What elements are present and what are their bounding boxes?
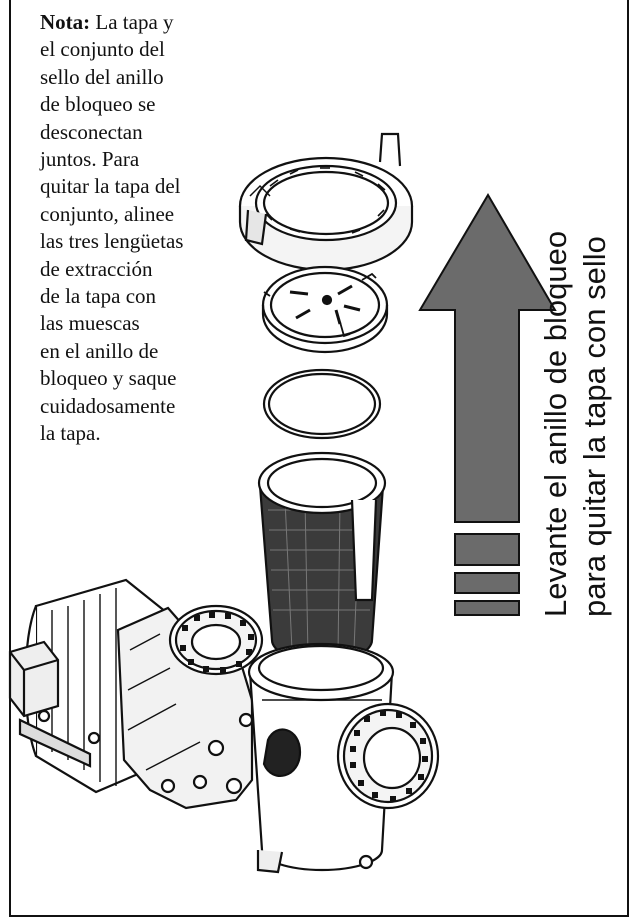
note-line: de bloqueo se	[40, 92, 156, 117]
note-line: sello del anillo	[40, 64, 164, 89]
o-ring-icon	[262, 368, 382, 440]
note-line: de extracción	[40, 256, 153, 281]
note-line-1: Nota: La tapa y	[40, 10, 174, 34]
arrow-body	[418, 193, 557, 523]
note-line: juntos. Para	[40, 147, 140, 172]
lift-instruction-text: Levante el anillo de bloqueo para quitar…	[536, 177, 614, 617]
lid-icon	[261, 265, 389, 354]
note-line: conjunto, alinee	[40, 201, 175, 226]
frame-border	[9, 0, 629, 917]
note-line: de la tapa con	[40, 284, 157, 309]
note-line: quitar la tapa del	[40, 174, 181, 199]
note-line: las muescas	[40, 311, 140, 336]
lock-ring-icon	[238, 132, 414, 272]
note-line: cuidadosamente	[40, 393, 176, 418]
note-label: Nota:	[40, 10, 91, 34]
strainer-basket-icon	[257, 451, 387, 664]
note-line: las tres lengüetas	[40, 229, 184, 254]
note-line: bloqueo y saque	[40, 366, 177, 391]
instruction-line-2: para quitar la tapa con sello	[577, 236, 612, 617]
instruction-line-1: Levante el anillo de bloqueo	[538, 230, 573, 617]
arrow-bar-1	[454, 533, 520, 566]
note-line: el conjunto del	[40, 37, 165, 62]
pump-icon	[8, 578, 440, 874]
arrow-bar-2	[454, 572, 520, 594]
note-line: desconectan	[40, 119, 143, 144]
note-line: la tapa.	[40, 421, 101, 446]
arrow-bar-3	[454, 600, 520, 616]
note-line: en el anillo de	[40, 338, 159, 363]
up-arrow-icon	[418, 193, 557, 616]
note-text: Nota: La tapa y el conjunto del sello de…	[40, 9, 240, 448]
